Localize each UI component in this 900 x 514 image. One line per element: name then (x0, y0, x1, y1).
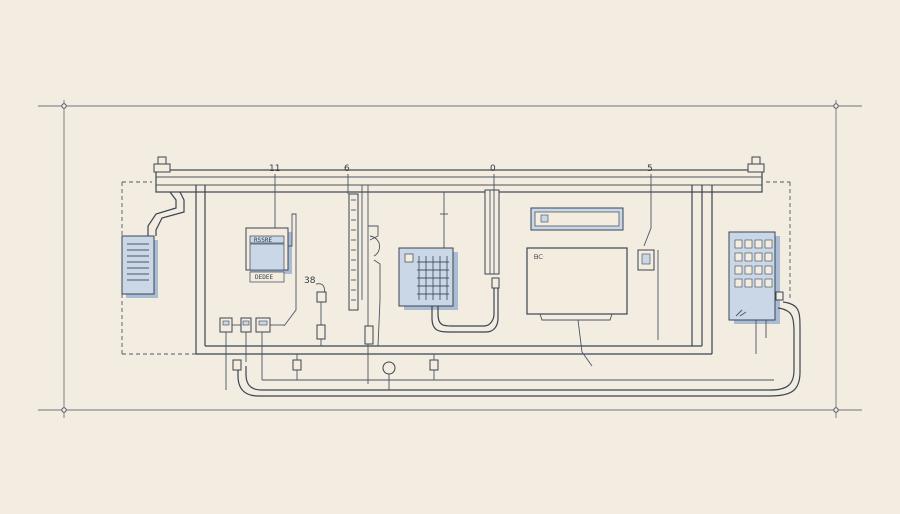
vertical-conduit (484, 189, 500, 289)
controller-grid (417, 256, 449, 300)
label-6-group: 6 (344, 164, 350, 194)
bottom-return-cable (237, 301, 801, 397)
breaker-row (219, 317, 284, 390)
left-panel-device (121, 235, 158, 298)
label-5-group: 5 (643, 164, 653, 247)
module-label-bottom: DEDEE (255, 274, 273, 281)
label-6: 6 (344, 164, 350, 174)
wall-switch (637, 249, 659, 340)
label-38: 38 (304, 276, 316, 286)
indicator-strip (530, 207, 624, 231)
component-38: 38 (304, 276, 327, 346)
main-bus-bar (153, 156, 765, 193)
left-feed-cable (147, 191, 185, 236)
main-cabinet: ᗷᑢ (526, 247, 628, 367)
right-panel-slots (734, 239, 773, 288)
control-module: RSSRE DEDEE (245, 213, 297, 327)
label-11-group: 11 (269, 164, 280, 236)
module-label-top: RSSRE (254, 237, 272, 244)
central-controller (398, 192, 499, 333)
right-breaker-panel (728, 231, 784, 354)
bottom-connectors (232, 354, 439, 390)
terminal-rail (348, 185, 381, 384)
frame-rails (195, 185, 713, 355)
label-11: 11 (269, 164, 280, 174)
outer-frame (38, 100, 862, 418)
label-5: 5 (647, 164, 653, 174)
cabinet-tag: ᗷᑢ (534, 254, 544, 261)
label-0: 0 (490, 164, 496, 174)
